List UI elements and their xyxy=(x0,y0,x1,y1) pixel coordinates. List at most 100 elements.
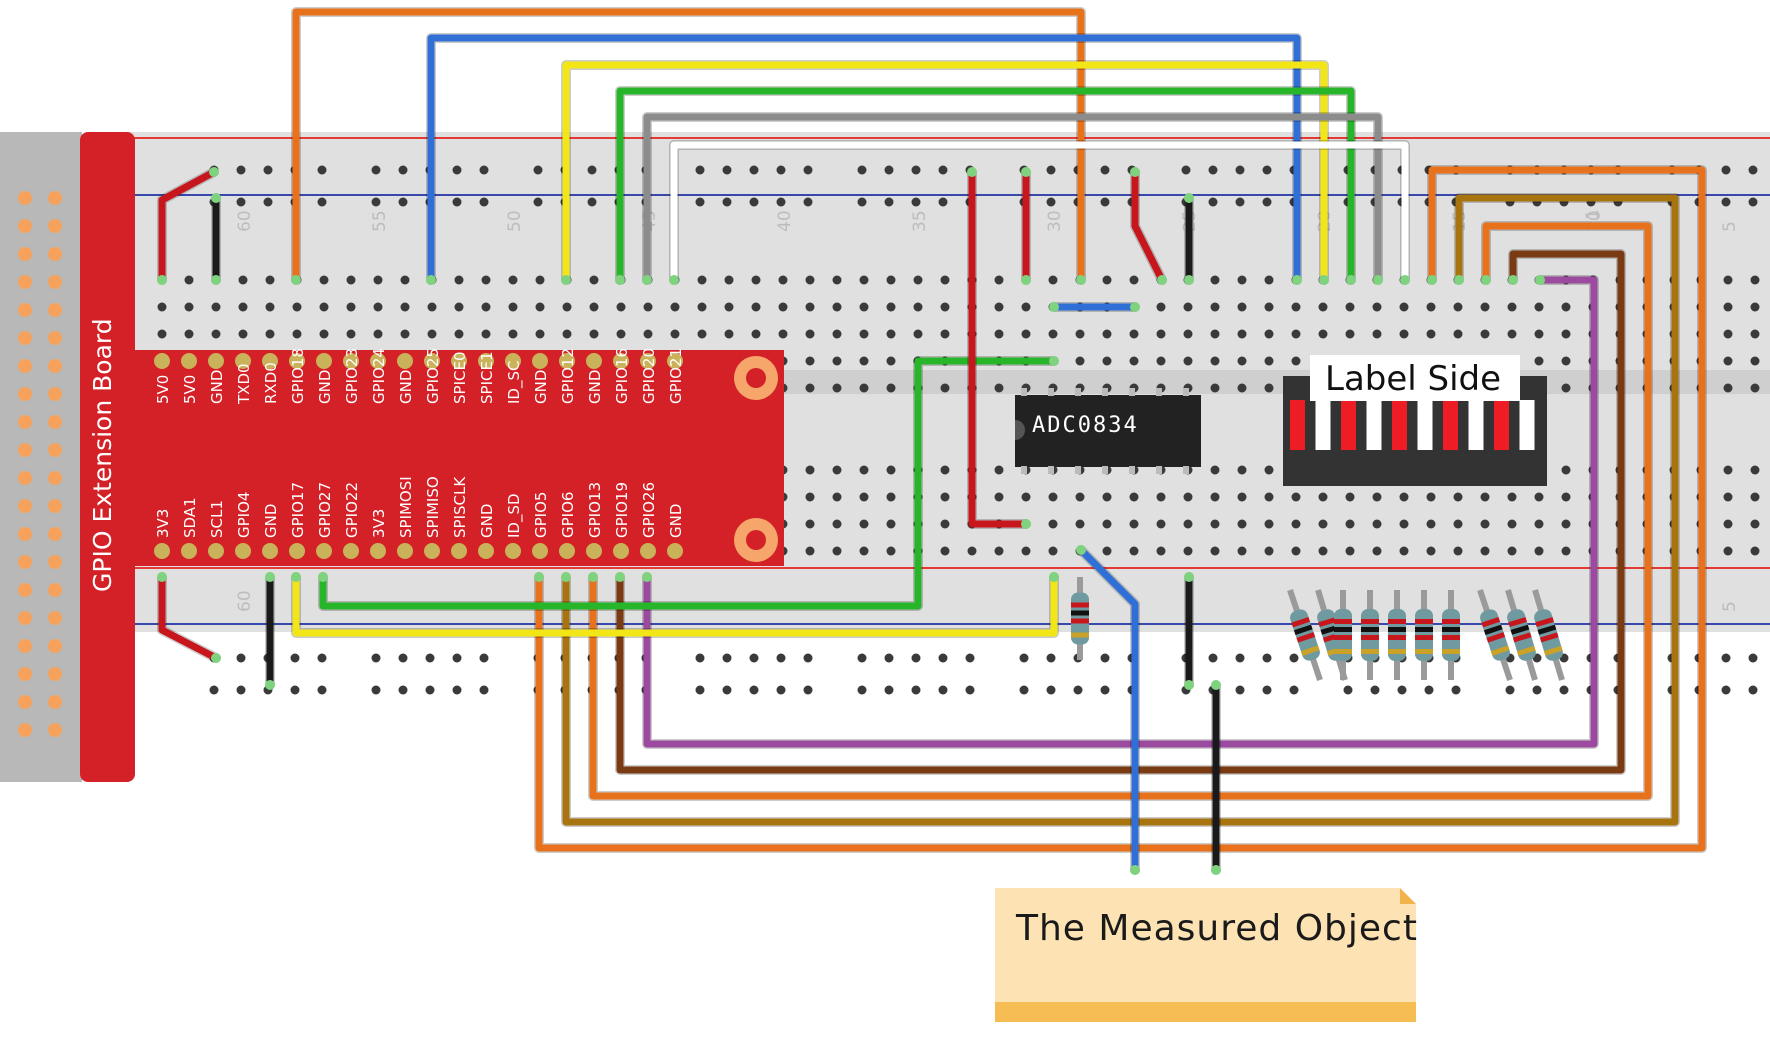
power-rail-hole xyxy=(722,685,732,695)
chip-notch xyxy=(1015,420,1025,440)
resistor-band xyxy=(1442,649,1460,654)
breadboard-hole xyxy=(1210,492,1220,502)
wire-end xyxy=(1508,275,1518,285)
breadboard-hole xyxy=(1264,302,1274,312)
pin-label-bottom: GPIO19 xyxy=(613,482,631,538)
header-pin-bottom xyxy=(505,543,521,559)
breadboard-hole xyxy=(1534,356,1544,366)
column-number-50: 50 xyxy=(505,210,525,232)
header-pin-bottom xyxy=(559,543,575,559)
resistor-band xyxy=(1334,619,1352,624)
breadboard-hole xyxy=(1237,519,1247,529)
breadboard-hole xyxy=(1129,492,1139,502)
resistor xyxy=(1415,609,1433,661)
wire-blue-probe xyxy=(1077,546,1139,874)
power-rail-hole xyxy=(803,685,813,695)
power-rail-hole xyxy=(938,165,948,175)
breadboard-hole xyxy=(1237,356,1247,366)
wire-end xyxy=(1184,572,1194,582)
pin-label-top: ID_SC xyxy=(505,361,524,404)
breadboard-hole xyxy=(1507,329,1517,339)
breadboard-hole xyxy=(1318,329,1328,339)
power-rail-hole xyxy=(857,197,867,207)
power-rail-hole xyxy=(857,165,867,175)
breadboard-hole xyxy=(1048,275,1058,285)
ribbon-pin xyxy=(48,555,62,569)
breadboard-hole xyxy=(589,329,599,339)
power-rail-hole xyxy=(749,197,759,207)
resistor-band xyxy=(1442,635,1460,640)
pin-label-bottom: GPIO13 xyxy=(586,482,604,538)
resistor-band xyxy=(1510,624,1530,635)
breadboard-hole xyxy=(940,519,950,529)
wire-end xyxy=(967,167,977,177)
resistors xyxy=(1071,577,1565,681)
breadboard-hole xyxy=(562,302,572,312)
bargraph-segment xyxy=(1468,400,1484,450)
breadboard-hole xyxy=(994,546,1004,556)
breadboard-hole xyxy=(1372,329,1382,339)
breadboard-hole xyxy=(1750,383,1760,393)
header-pin-bottom xyxy=(370,543,386,559)
wire-end xyxy=(1157,275,1167,285)
header-pin-top xyxy=(208,353,224,369)
breadboard-hole xyxy=(265,275,275,285)
breadboard-hole xyxy=(319,275,329,285)
breadboard-hole xyxy=(265,302,275,312)
power-rail-hole xyxy=(1721,685,1731,695)
breadboard-hole xyxy=(1507,492,1517,502)
wire-5v-rail xyxy=(158,168,218,284)
pin-label-bottom: GPIO26 xyxy=(640,482,658,538)
breadboard-hole xyxy=(1264,329,1274,339)
power-rail-hole xyxy=(236,653,246,663)
wire-end xyxy=(1130,865,1140,875)
wire-end xyxy=(291,572,301,582)
breadboard-hole xyxy=(481,329,491,339)
power-rail-hole xyxy=(965,685,975,695)
breadboard-hole xyxy=(1210,329,1220,339)
header-pin-bottom xyxy=(532,543,548,559)
breadboard-hole xyxy=(1372,302,1382,312)
wire-end xyxy=(157,275,167,285)
ribbon-pin xyxy=(48,695,62,709)
breadboard-hole xyxy=(1723,465,1733,475)
wire-end xyxy=(1400,275,1410,285)
ribbon-pin xyxy=(48,219,62,233)
wire-end xyxy=(642,275,652,285)
resistor-band xyxy=(1508,617,1527,628)
bottom-column-number-5: 5 xyxy=(1720,601,1740,612)
breadboard-hole xyxy=(1183,546,1193,556)
chip-leg-top xyxy=(1075,388,1081,396)
wire-end xyxy=(1076,545,1086,555)
breadboard-hole xyxy=(1102,492,1112,502)
breadboard-hole xyxy=(1237,383,1247,393)
header-pin-bottom xyxy=(262,543,278,559)
ribbon-pin xyxy=(48,247,62,261)
breadboard-hole xyxy=(157,302,167,312)
ribbon-pin xyxy=(48,415,62,429)
header-pin-top xyxy=(640,353,656,369)
breadboard-hole xyxy=(805,302,815,312)
wire-white xyxy=(670,141,1409,284)
breadboard-hole xyxy=(1102,519,1112,529)
bargraph-segment xyxy=(1392,400,1407,450)
ribbon-pin xyxy=(48,191,62,205)
power-rail-hole xyxy=(371,165,381,175)
chip-leg-top xyxy=(1102,388,1108,396)
breadboard-hole xyxy=(1399,492,1409,502)
pin-label-bottom: SPIMISO xyxy=(424,476,442,538)
ribbon-pin xyxy=(48,611,62,625)
wire-yellow-top xyxy=(562,61,1328,284)
wire-end xyxy=(291,275,301,285)
chip-leg-top xyxy=(1129,388,1135,396)
breadboard-hole xyxy=(454,275,464,285)
power-rail-hole xyxy=(425,685,435,695)
wire-end xyxy=(1454,275,1464,285)
pin-label-bottom: SPIMOSI xyxy=(397,476,415,538)
header-pin-top xyxy=(289,353,305,369)
breadboard-hole xyxy=(1561,465,1571,475)
breadboard-hole xyxy=(1426,519,1436,529)
breadboard-hole xyxy=(1426,302,1436,312)
